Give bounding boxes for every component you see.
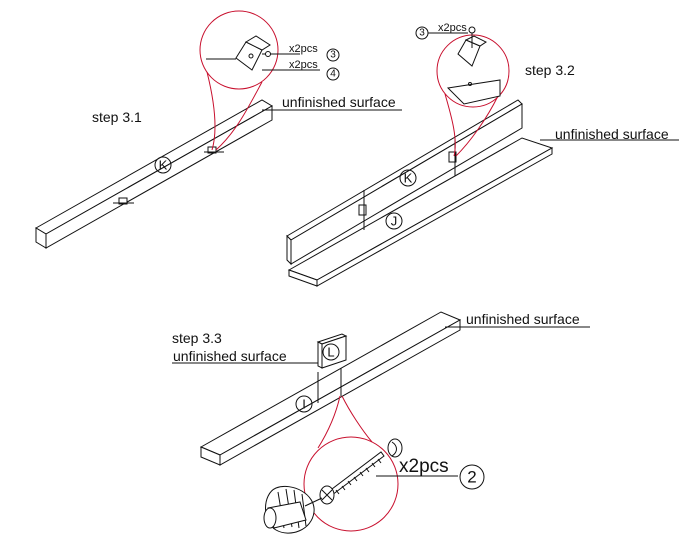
step-3-2-title: step 3.2 [525,62,575,78]
part-number-3: 3 [330,50,336,61]
part-k-marker [154,156,172,174]
part-number-4: 4 [330,69,336,80]
magnifier-callout-3-2 [436,34,510,157]
step-3-1-title: step 3.1 [92,109,142,125]
part-i-label: I [302,397,306,412]
bracket-on-board-3 [358,190,367,230]
cam-lock-icon [387,438,403,458]
qty-3-2: x2pcs [438,22,467,34]
part-j-label: J [391,214,398,229]
screw-icon [317,368,342,403]
board-k-step-3-2 [286,99,523,266]
part-number-2: 2 [467,468,476,487]
part-l-marker [322,343,340,361]
bracket-on-board-1 [113,197,134,205]
screw-icon [319,451,385,505]
step-3-2-panel: step 3.2 K J unfinished surface [286,22,679,287]
part-k-label: K [159,158,168,173]
part-number-2-marker [459,464,485,490]
magnifier-callout-3-3 [303,395,399,532]
part-i-marker [295,395,313,413]
corner-bracket-icon [446,35,501,105]
magnifier-callout-3-1 [199,10,279,151]
corner-bracket-icon [235,35,271,71]
board-i-step-3-3 [199,311,462,466]
part-number-3-marker [326,48,340,62]
qty-3-3: x2pcs [399,456,449,477]
part-number-4-marker [326,67,340,81]
board-j-step-3-2 [287,137,554,287]
board-l-step-3-3 [316,333,348,369]
screw-icon [468,26,476,48]
surface-note-3-3-left: unfinished surface [173,348,287,364]
step-3-3-title: step 3.3 [172,330,222,346]
part-number-3-3-2: 3 [419,28,425,39]
step-3-1-panel: step 3.1 K unfinished surface [35,10,402,249]
part-k-marker-3-2 [399,169,417,187]
part-k-label-3-2: K [404,171,413,186]
qty-top-3-1: x2pcs [289,43,318,55]
step-3-3-panel: step 3.3 I L unfinished surface unfinish… [172,311,590,534]
part-number-3-marker-3-2 [415,26,429,40]
board-k-step-3-1 [35,99,273,249]
surface-note-3-1: unfinished surface [282,94,396,110]
part-l-label: L [327,345,334,360]
qty-bottom-3-1: x2pcs [289,59,318,71]
surface-note-3-2: unfinished surface [555,126,669,142]
surface-note-3-3-top: unfinished surface [466,311,580,327]
screwdriver-icon [263,486,323,534]
part-j-marker [385,212,403,230]
screw-icon [262,51,300,57]
